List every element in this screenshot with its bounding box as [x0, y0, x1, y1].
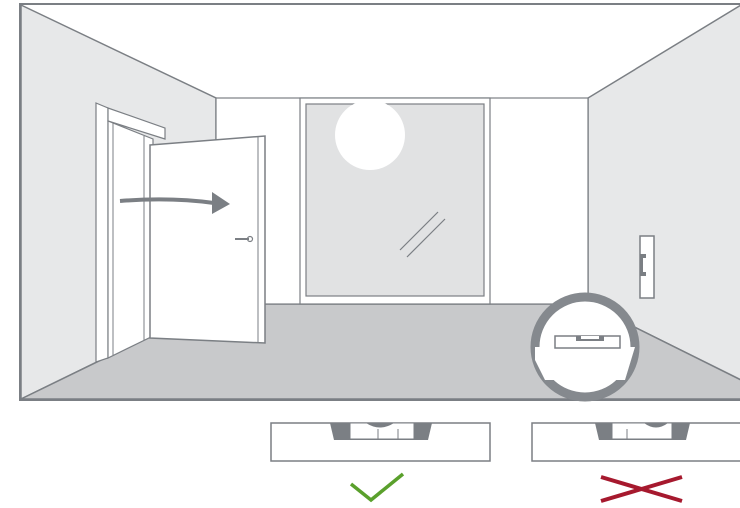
- door-frame: [95, 102, 109, 363]
- door-icon: [95, 102, 266, 363]
- door-handle: [235, 235, 254, 243]
- magnified-floor: [535, 347, 635, 380]
- level-bubble: [366, 423, 394, 428]
- example-correct: [270, 422, 491, 503]
- door-opening: [107, 120, 154, 359]
- example-incorrect: [531, 422, 740, 503]
- wall-sensor-icon: [639, 235, 655, 299]
- level-bubble: [644, 423, 668, 428]
- door-frame-header: [107, 107, 166, 140]
- cross-icon: [600, 475, 683, 503]
- glass-reflection: [406, 218, 446, 258]
- glass-reflection: [399, 211, 439, 251]
- arrow-right-icon: [119, 192, 230, 214]
- floor-sensor-icon: [554, 335, 621, 349]
- checkmark-icon: [349, 472, 405, 503]
- magnifier: [530, 292, 640, 402]
- room: [19, 3, 740, 402]
- door-leaf: [149, 135, 266, 344]
- sun-icon: [335, 100, 405, 170]
